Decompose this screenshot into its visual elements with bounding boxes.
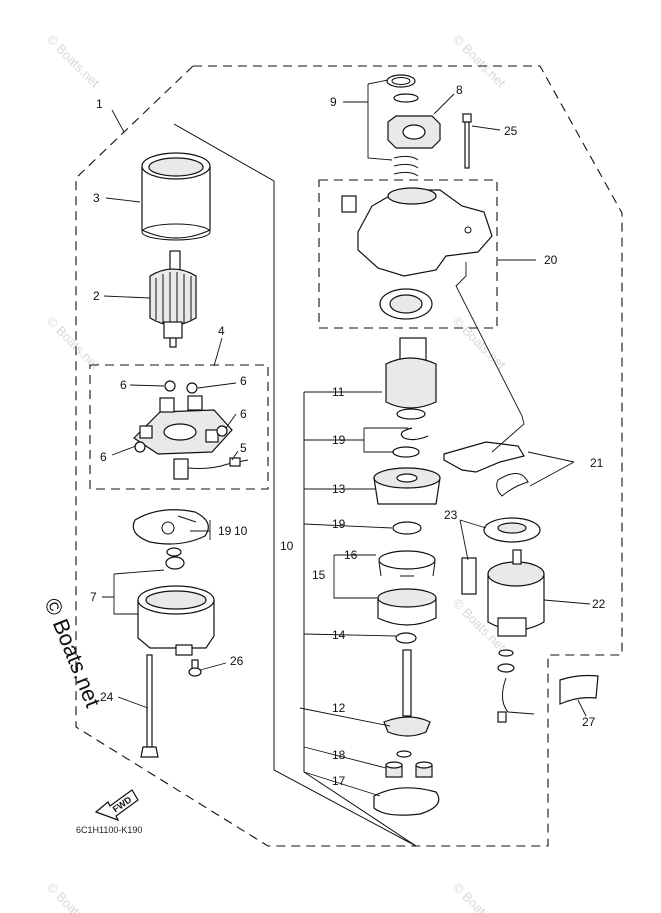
solenoid-cover [461, 517, 541, 595]
callout-18: 18 [332, 748, 346, 762]
callout-9: 9 [330, 95, 337, 109]
bracket-group-box [318, 179, 498, 329]
callout-22: 22 [592, 597, 606, 611]
armature [149, 250, 197, 348]
callout-1: 1 [96, 97, 103, 111]
brush-holder-group-box [89, 364, 269, 490]
rubber-boot [559, 674, 599, 705]
callout-10a: 10 [280, 539, 294, 553]
callout-21: 21 [590, 456, 604, 470]
watermark-bottom-left: © Boats.net [44, 880, 103, 913]
callout-6a: 6 [120, 378, 127, 392]
rear-cover [137, 556, 215, 656]
through-bolt [140, 654, 159, 758]
washer-plate [373, 787, 440, 816]
callout-19a: 19 [332, 433, 346, 447]
internal-gear [377, 588, 437, 626]
callout-27: 27 [582, 715, 596, 729]
callout-13: 13 [332, 482, 346, 496]
callout-4: 4 [218, 324, 225, 338]
watermark-top-left: © Boats.net [44, 32, 103, 91]
callout-26: 26 [230, 654, 244, 668]
shift-lever [443, 262, 529, 497]
gear-carrier [373, 467, 441, 505]
callout-6b: 6 [240, 374, 247, 388]
bracket-bolt [462, 113, 472, 169]
pinion-gear [387, 115, 441, 149]
armature-shaft-bracket [173, 123, 417, 847]
drive-shaft [385, 337, 437, 420]
yoke [141, 152, 211, 241]
callout-11: 11 [332, 385, 345, 399]
callout-6c: 6 [240, 407, 247, 421]
callout-15: 15 [312, 568, 326, 582]
callout-24: 24 [100, 690, 114, 704]
callout-25: 25 [504, 124, 518, 138]
end-plate [132, 509, 209, 557]
watermark-mid-left: © Boats.net [44, 314, 103, 373]
fwd-arrow-icon: FWD [94, 789, 139, 822]
pinion-shaft [383, 649, 431, 737]
ring-gasket [378, 550, 436, 577]
watermark-large-rotated: © Boats.net [39, 595, 105, 711]
e-clips [392, 427, 429, 458]
callout-6d: 6 [100, 450, 107, 464]
solenoid [487, 549, 545, 637]
callout-20: 20 [544, 253, 558, 267]
callout-10b: 10 [234, 524, 248, 538]
brush-holder [133, 395, 233, 455]
leader-lines [102, 79, 591, 797]
callout-labels: 1 3 2 4 6 6 6 6 5 19 10 7 26 24 9 8 25 2… [90, 83, 606, 788]
stop-ring-set [386, 74, 419, 177]
callout-2: 2 [93, 289, 100, 303]
callout-3: 3 [93, 191, 100, 205]
watermark-mid-right: © Boats.net [450, 314, 509, 373]
watermark-top-right: © Boats.net [450, 32, 509, 91]
diagram-code: 6C1H1100-K190 [76, 825, 142, 835]
bushing [395, 632, 417, 644]
planet-gears [385, 750, 433, 778]
washer-19 [392, 521, 422, 535]
screw-26 [188, 659, 202, 677]
brush-screws [134, 380, 228, 453]
callout-14: 14 [332, 628, 346, 642]
front-bracket [341, 187, 493, 320]
watermark-bottom-right: © Boats.net [450, 880, 509, 913]
callout-17: 17 [332, 774, 346, 788]
callout-12: 12 [332, 701, 346, 715]
lead-wire [497, 649, 535, 723]
callout-19c: 19 [218, 524, 232, 538]
callout-23: 23 [444, 508, 458, 522]
callout-8: 8 [456, 83, 463, 97]
callout-7: 7 [90, 590, 97, 604]
callout-5: 5 [240, 441, 247, 455]
callout-16: 16 [344, 548, 358, 562]
callout-19b: 19 [332, 517, 346, 531]
brush-set [173, 457, 249, 480]
